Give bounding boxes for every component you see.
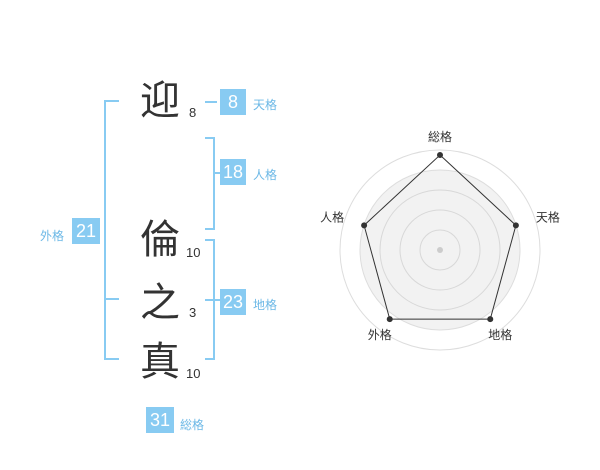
gaikaku-bracket-bottom [104,358,119,360]
radar-point-4 [386,316,393,323]
radar-point-2 [512,222,519,229]
jinkaku-bracket-vert [213,137,215,230]
radar-axis-label-4: 外格 [368,327,392,342]
name-char-4: 真 [140,339,180,385]
radar-point-1 [437,152,443,158]
chikaku-bracket-top [205,239,215,241]
name-char-3: 之 [140,280,180,326]
jinkaku-bracket-bottom [205,228,215,230]
jinkaku-bracket-tick [213,172,220,174]
radar-ring-3 [379,189,501,311]
gaikaku-bracket-mid [104,298,119,300]
gaikaku-bracket-vert [104,100,106,360]
radar-center-dot [437,247,443,253]
radar-point-3 [487,316,494,323]
radar-point-5 [361,222,368,229]
gaikaku-bracket-top [104,100,119,102]
stroke-count-3: 3 [189,305,197,320]
radar-axis-label-2: 天格 [536,209,560,224]
radar-data-polygon [363,154,517,320]
jinkaku-bracket-top [205,137,215,139]
jinkaku-value: 18 [220,159,246,185]
stroke-count-2: 10 [186,245,201,260]
gaikaku-value: 21 [72,218,100,244]
chikaku-bracket-tick [205,299,220,301]
tenkaku-tick [205,101,217,103]
radar-axis-label-5: 人格 [320,209,344,224]
jinkaku-label: 人格 [253,168,278,182]
radar-axis-label-1: 総格 [428,129,452,144]
stroke-count-4: 10 [186,366,201,381]
soukaku-value: 31 [146,407,174,433]
name-char-2: 倫 [140,217,180,263]
chikaku-bracket-bottom [205,358,215,360]
tenkaku-label: 天格 [253,98,278,112]
radar-ring-outer [339,149,541,351]
radar-ring-2 [399,209,481,291]
tenkaku-value: 8 [220,89,246,115]
stroke-count-1: 8 [189,105,197,120]
radar-axis-label-3: 地格 [488,327,512,342]
name-char-1: 迎 [140,78,180,124]
gaikaku-label: 外格 [40,229,65,243]
radar-ring-1 [419,229,461,271]
chikaku-label: 地格 [253,298,278,312]
soukaku-label: 総格 [180,418,205,432]
chikaku-value: 23 [220,289,246,315]
